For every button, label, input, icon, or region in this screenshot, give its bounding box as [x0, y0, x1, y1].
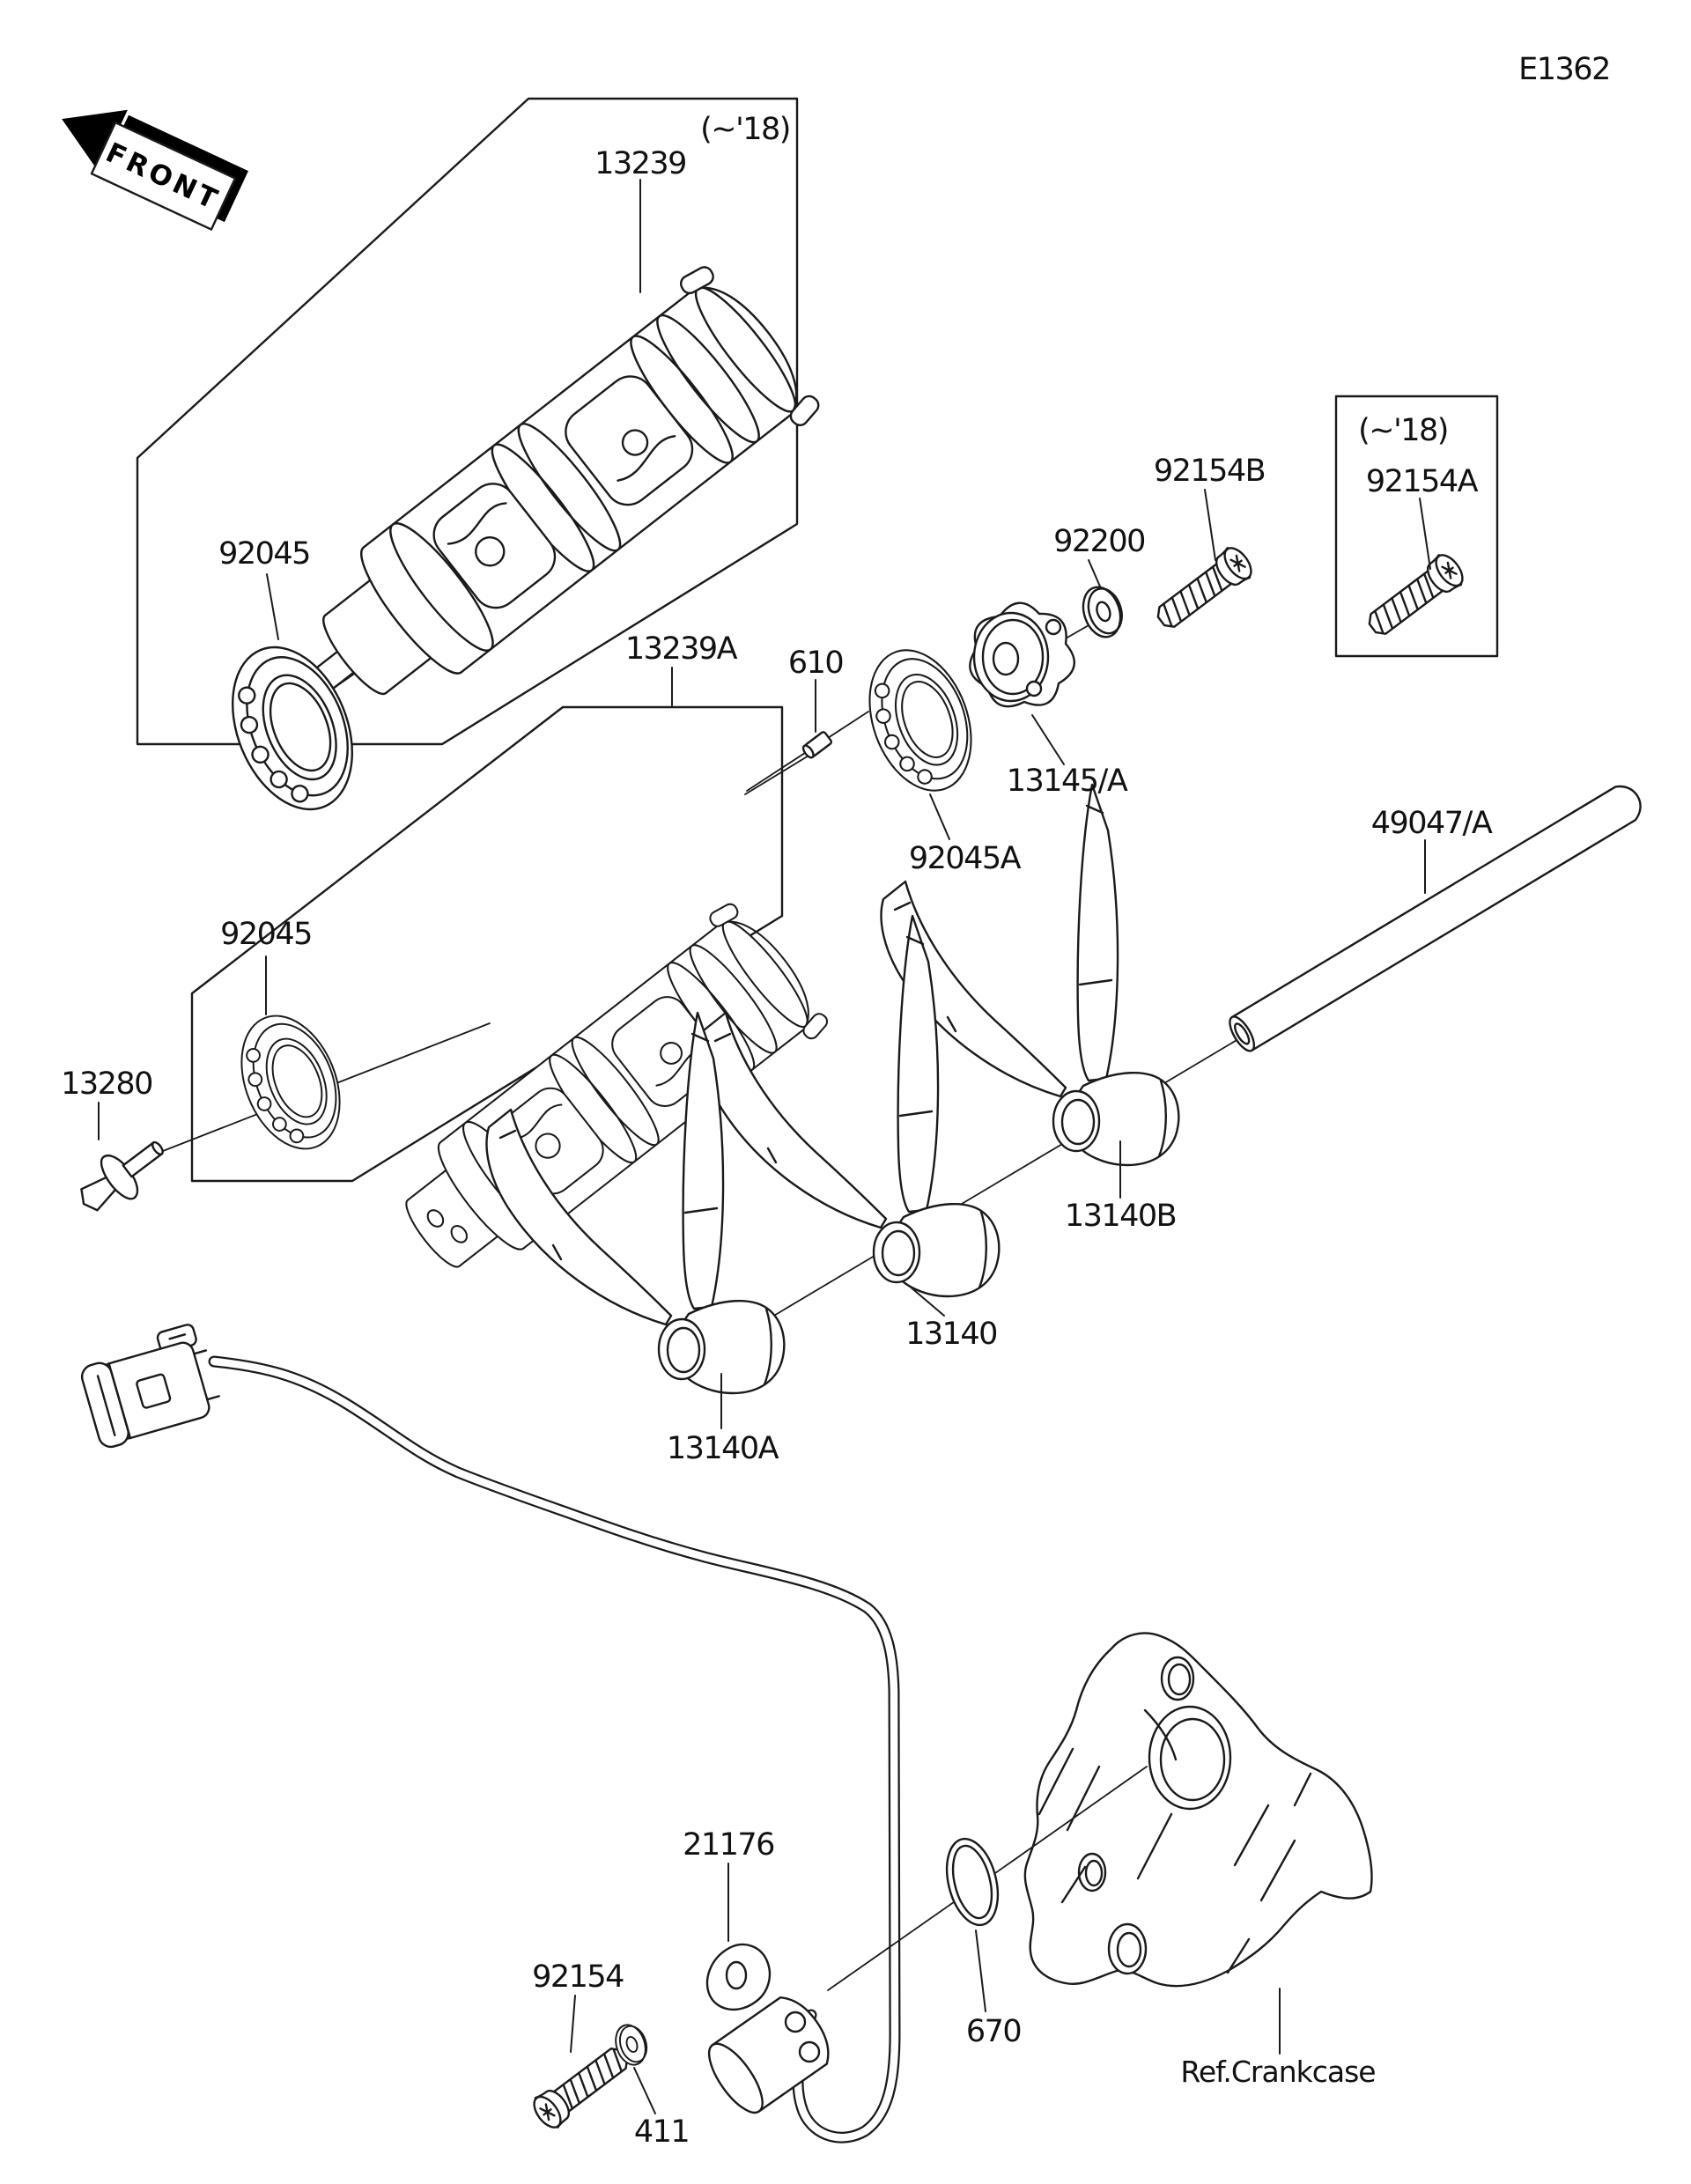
leader-92154: [570, 1995, 576, 2053]
leader-13140: [908, 1285, 945, 1317]
drum-cam-holder-13145: [969, 601, 1075, 708]
oring-670: [937, 1832, 1008, 1932]
label-92154: 92154: [532, 1959, 624, 1995]
label-13140A: 13140A: [667, 1431, 779, 1466]
gear-change-drum-top: [284, 255, 829, 740]
front-direction-marker: FRONT: [62, 109, 248, 231]
leader-92154A: [1419, 498, 1431, 570]
label-411: 411: [634, 2114, 689, 2150]
group-box-13239A: [190, 705, 784, 1183]
axis-line-sensor-into-case: [1012, 1766, 1148, 1862]
label-13239: 13239: [594, 146, 686, 181]
label-92154A: 92154A: [1366, 464, 1479, 499]
pin-610: [801, 731, 832, 759]
sheet-code: E1362: [1518, 52, 1610, 87]
leader-92154B: [1204, 489, 1216, 561]
label-92200: 92200: [1053, 524, 1145, 559]
label-21176: 21176: [683, 1827, 774, 1863]
front-plate: [90, 121, 237, 231]
screw-92154B: [1148, 542, 1259, 638]
label-13140: 13140: [905, 1317, 997, 1352]
wire-connector: [80, 1324, 220, 1449]
ball-bearing-mid-92045: [222, 1000, 359, 1165]
label-670: 670: [966, 2014, 1021, 2049]
ball-bearing-92045A: [850, 635, 991, 806]
note-box1: (~'18): [700, 112, 790, 147]
group-box-92154A: [1334, 395, 1499, 658]
label-ref-crankcase: Ref.Crankcase: [1180, 2055, 1375, 2089]
label-13280: 13280: [61, 1066, 152, 1102]
axis-line-610: [744, 749, 818, 795]
label-92045A: 92045A: [909, 841, 1022, 876]
label-92045-top: 92045: [218, 536, 310, 572]
screw-92154A: [1360, 549, 1470, 645]
leader-13145A: [1031, 714, 1065, 765]
group-box-13239: [136, 97, 799, 746]
label-92045-mid: 92045: [220, 917, 312, 952]
leader-411: [633, 2067, 656, 2114]
label-13145A: 13145/A: [1007, 764, 1128, 799]
gear-position-sensor-21176: [705, 1943, 830, 2114]
washer-92200: [1075, 580, 1130, 643]
label-13140B: 13140B: [1065, 1199, 1176, 1234]
pin-13280: [80, 1140, 164, 1212]
leader-lines: [98, 179, 1431, 2114]
gear-change-drum-bottom: [373, 894, 836, 1306]
leader-92200: [1088, 559, 1101, 587]
sensor-wire-core: [210, 1357, 899, 2142]
label-92154B: 92154B: [1154, 454, 1265, 489]
leader-92045-top: [266, 573, 279, 640]
leader-670: [975, 1929, 986, 2012]
label-49047A: 49047/A: [1371, 806, 1493, 841]
label-610: 610: [788, 646, 843, 681]
crankcase-reference-drawing: [1023, 1632, 1373, 1988]
note-box3: (~'18): [1358, 413, 1448, 448]
leader-92045A: [929, 793, 950, 840]
shift-rod-49047: [1229, 785, 1642, 1052]
label-13239A: 13239A: [625, 631, 738, 667]
